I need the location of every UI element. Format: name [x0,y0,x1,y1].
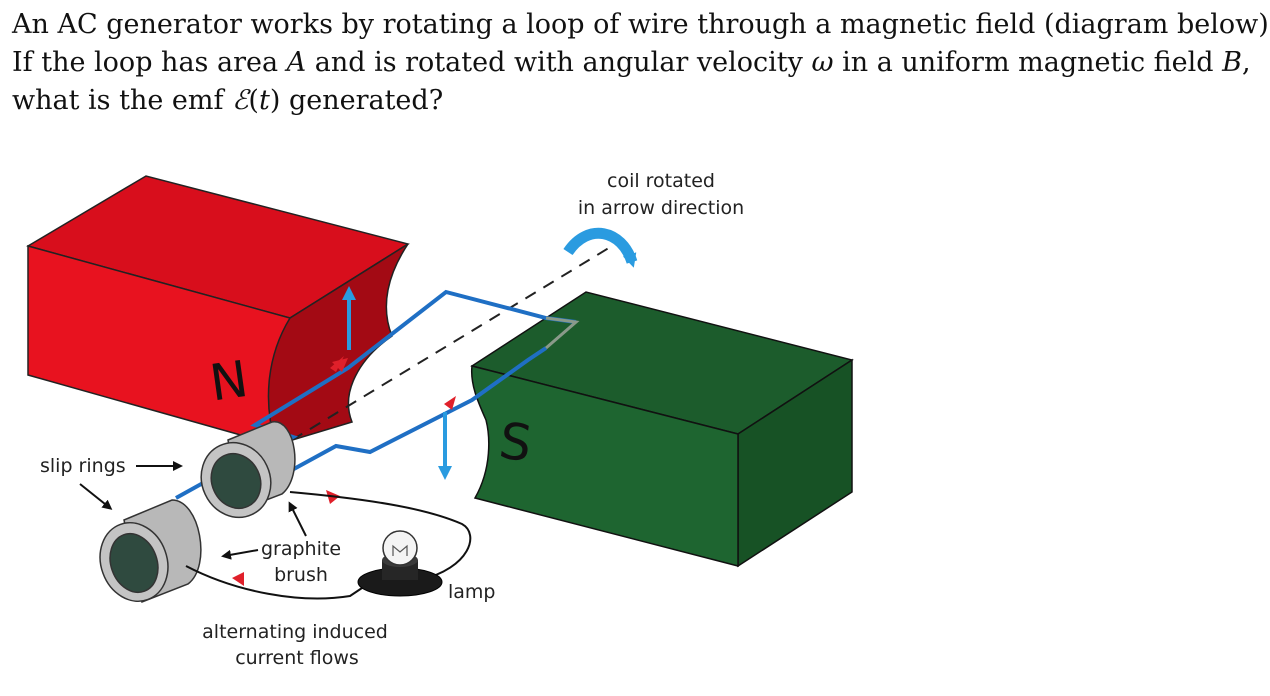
variable-emf: ℰ [232,85,249,116]
question-line-3-part-c: ) generated? [269,85,444,116]
coil-rotated-label-1: coil rotated [607,170,715,192]
current-arrow-upper-icon-2 [332,358,348,372]
question-line-3-part-a: what is the emf [12,85,233,116]
south-magnet-pole-face [470,365,739,567]
question-line-1-text: An AC generator works by rotating a loop… [12,9,1270,40]
slip-rings-pointer-down [79,483,113,510]
slip-rings-label: slip rings [40,455,126,477]
question-line-3: what is the emf ℰ(t) generated? [12,82,1262,120]
graphite-brush-label-1: graphite [261,538,341,560]
question-line-3-paren-open: ( [248,85,259,116]
variable-field: B [1222,47,1242,78]
south-magnet [470,291,854,568]
lamp-icon [357,530,443,597]
question-line-2-part-c: in a uniform magnetic field [833,47,1223,78]
question-text: An AC generator works by rotating a loop… [12,6,1270,120]
graphite-brush-pointer-up [288,501,307,537]
variable-omega: ω [811,47,834,78]
graphite-brush-pointer-left [221,549,259,560]
current-arrow-lower-icon [444,396,456,410]
lamp-wire-bottom [185,565,369,600]
rotation-arrow-icon [563,227,638,268]
lamp-label: lamp [448,581,496,603]
coil-loop-hidden-end [545,316,580,350]
variable-area: A [286,47,307,78]
question-line-2: If the loop has area A and is rotated wi… [12,44,1262,82]
variable-time: t [258,85,270,116]
question-line-2-part-b: and is rotated with angular velocity [306,47,812,78]
north-pole-label: N [206,350,251,413]
alternating-current-label-2: current flows [235,647,359,669]
alternating-current-label-1: alternating induced [202,621,388,643]
question-line-1: An AC generator works by rotating a loop… [12,6,1270,44]
question-line-2-part-a: If the loop has area [12,47,287,78]
current-arrow-wire-left-icon [232,572,244,586]
coil-loop-lower-arm [291,346,548,472]
slip-ring-front [99,499,202,604]
graphite-brush-label-2: brush [274,564,328,586]
coil-rotated-label-2: in arrow direction [578,197,744,219]
question-line-2-part-d: , [1242,47,1251,78]
slip-ring-back [200,421,296,519]
lamp-wire-top [289,491,472,581]
